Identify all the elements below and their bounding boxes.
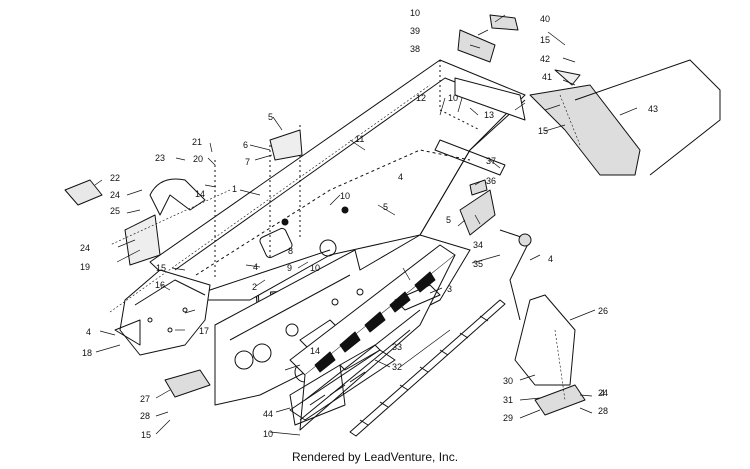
callout-33: 33 (392, 342, 402, 352)
callout-41: 41 (542, 72, 552, 82)
callout-6: 6 (243, 140, 248, 150)
callout-26: 26 (598, 306, 608, 316)
left-bracket (119, 269, 211, 356)
heat-exchanger (289, 244, 456, 431)
callout-25: 25 (110, 206, 120, 216)
callout-15: 15 (141, 430, 151, 440)
callout-15: 15 (540, 35, 550, 45)
cap-39 (457, 29, 496, 63)
callout-14: 14 (310, 346, 320, 356)
bracket-33 (339, 344, 381, 371)
flap-26 (514, 294, 576, 386)
guide-lines (109, 84, 581, 401)
callout-13: 13 (484, 110, 494, 120)
bumper-27 (164, 369, 211, 398)
trim-4 (114, 319, 141, 346)
callout-23: 23 (155, 153, 165, 163)
callout-10: 10 (340, 191, 350, 201)
brace-14 (149, 178, 206, 216)
hub-4 (518, 233, 532, 247)
callout-18: 18 (82, 348, 92, 358)
callout-9: 9 (287, 263, 292, 273)
callout-15: 15 (156, 263, 166, 273)
callout-17: 17 (199, 326, 209, 336)
trim-42 (554, 69, 581, 86)
rear-plate-13 (454, 77, 526, 121)
callout-1: 1 (232, 184, 237, 194)
callout-40: 40 (540, 14, 550, 24)
callout-30: 30 (503, 376, 513, 386)
callout-10: 10 (310, 263, 320, 273)
callout-4: 4 (86, 327, 91, 337)
callouts: 1 2 3 4 4 4 4 4 5 5 5 6 7 8 9 10 10 10 1… (80, 8, 658, 440)
callout-39: 39 (410, 26, 420, 36)
callout-43: 43 (648, 104, 658, 114)
callout-42: 42 (540, 54, 550, 64)
callout-22: 22 (110, 173, 120, 183)
bracket-6 (269, 129, 303, 161)
callout-21: 21 (192, 137, 202, 147)
callout-31: 31 (503, 395, 513, 405)
callout-5: 5 (268, 112, 273, 122)
footrest-22 (64, 179, 103, 206)
callout-4: 4 (600, 388, 605, 398)
rail-37 (434, 139, 506, 176)
callout-24: 24 (110, 190, 120, 200)
bracket-29 (534, 384, 586, 416)
bumper-43 (529, 84, 641, 176)
callout-5: 5 (383, 202, 388, 212)
callout-32: 32 (392, 362, 402, 372)
grab-bar (574, 59, 721, 176)
bracket-34 (459, 189, 496, 236)
callout-24: 24 (598, 388, 608, 398)
callout-29: 29 (503, 413, 513, 423)
callout-11: 11 (355, 134, 364, 144)
callout-38: 38 (410, 44, 420, 54)
callout-10: 10 (263, 429, 273, 439)
footer-credit: Rendered by LeadVenture, Inc. (291, 450, 459, 464)
callout-35: 35 (473, 259, 483, 269)
leader-lines (94, 14, 638, 436)
callout-36: 36 (486, 176, 496, 186)
callout-44: 44 (263, 409, 273, 419)
callout-16: 16 (155, 280, 165, 290)
callout-34: 34 (473, 240, 483, 250)
bracket-25 (124, 214, 161, 266)
callout-4: 4 (548, 254, 553, 264)
callout-12: 12 (416, 93, 426, 103)
clip-40 (489, 14, 519, 31)
callout-20: 20 (193, 154, 203, 164)
flap-44 (289, 364, 346, 426)
callout-4: 4 (253, 262, 258, 272)
bracket-3 (394, 284, 441, 311)
callout-15: 15 (538, 126, 548, 136)
callout-10: 10 (410, 8, 420, 18)
callout-8: 8 (288, 246, 293, 256)
callout-19: 19 (80, 262, 90, 272)
bracket-36 (469, 179, 488, 196)
callout-28: 28 (598, 406, 608, 416)
callout-5: 5 (446, 215, 451, 225)
callout-4: 4 (398, 172, 403, 182)
rail-32 (349, 299, 506, 437)
callout-7: 7 (245, 157, 250, 167)
callout-27: 27 (140, 394, 150, 404)
tunnel-assembly (149, 59, 526, 301)
callout-28: 28 (140, 411, 150, 421)
callout-10: 10 (448, 93, 458, 103)
callout-14: 14 (195, 189, 205, 199)
callout-37: 37 (486, 156, 496, 166)
strap-35 (499, 229, 531, 321)
callout-3: 3 (447, 284, 452, 294)
callout-24: 24 (80, 243, 90, 253)
callout-2: 2 (252, 282, 257, 292)
